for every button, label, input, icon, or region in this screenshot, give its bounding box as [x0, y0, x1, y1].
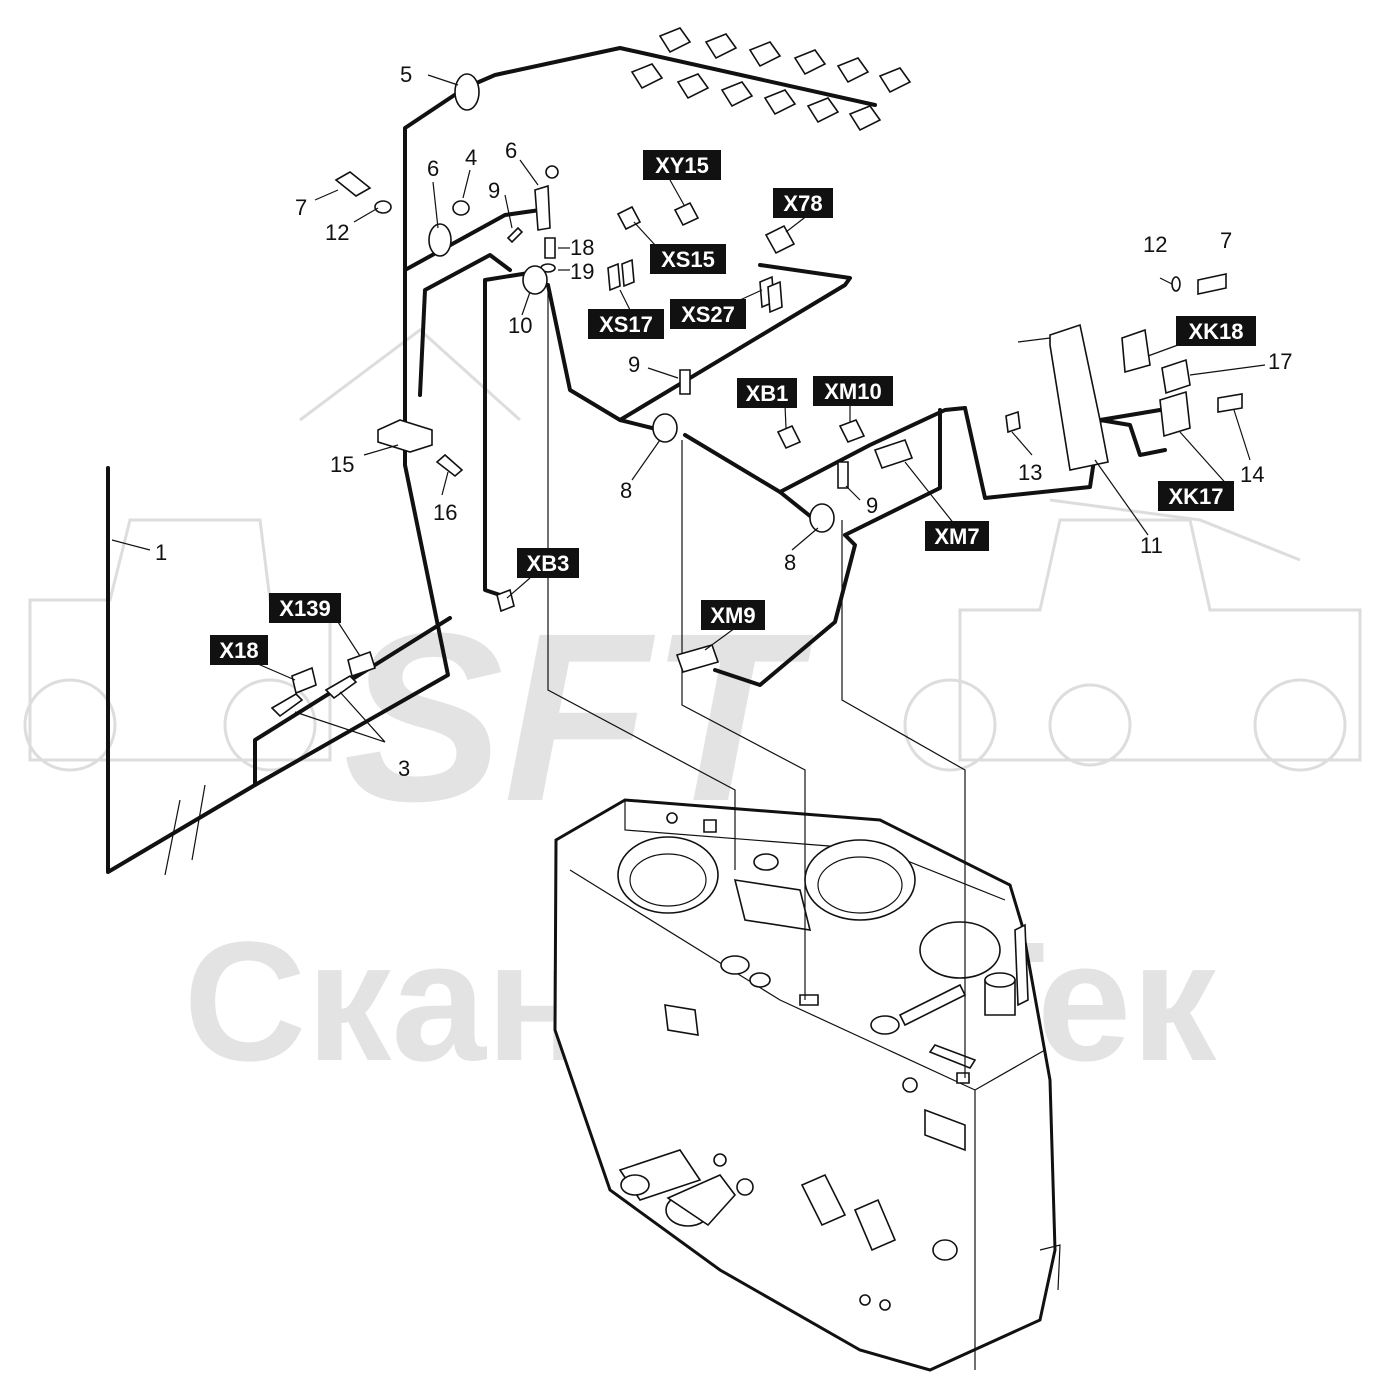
callout-9-left: 9: [488, 178, 500, 203]
connector-xs15: [616, 205, 642, 231]
svg-text:XB3: XB3: [527, 551, 570, 576]
tag-x139: X139: [269, 593, 341, 623]
tag-xk17: XK17: [1158, 481, 1234, 511]
svg-text:XK17: XK17: [1168, 484, 1223, 509]
screw-9-lower: [837, 461, 849, 489]
callout-12-right: 12: [1143, 232, 1167, 257]
connector-xy15: [673, 201, 700, 227]
callout-leaders: [111, 74, 1266, 743]
bolt-7-right: [1197, 273, 1227, 295]
connector-x18: [291, 666, 317, 695]
tag-xy15: XY15: [643, 150, 721, 180]
relay-xk18: [1121, 328, 1151, 374]
tag-xm7: XM7: [925, 521, 989, 551]
svg-text:X139: X139: [279, 596, 330, 621]
bolt-7-left: [334, 171, 372, 197]
nut-4: [452, 200, 470, 216]
clip-6-right: [534, 184, 551, 231]
callout-14: 14: [1240, 462, 1264, 487]
screw-9-left: [506, 226, 524, 244]
tag-xs17: XS17: [588, 309, 664, 339]
tag-xk18: XK18: [1176, 316, 1256, 346]
bolt-18: [544, 237, 556, 259]
callout-6-left: 6: [427, 156, 439, 181]
relay-bracket-11: [1049, 323, 1109, 471]
ground-lug-x18: [270, 692, 304, 718]
svg-text:XM9: XM9: [710, 603, 755, 628]
svg-text:XK18: XK18: [1188, 319, 1243, 344]
svg-text:XY15: XY15: [655, 153, 709, 178]
connector-xs27b: [767, 280, 783, 314]
callout-19: 19: [570, 259, 594, 284]
connector-xm7: [873, 439, 914, 469]
screw-14: [1217, 393, 1243, 413]
clamp-15: [377, 419, 433, 453]
tag-xb3: XB3: [517, 548, 579, 578]
callout-13: 13: [1018, 460, 1042, 485]
connector-xs17b: [621, 258, 635, 288]
callout-18: 18: [570, 235, 594, 260]
ground-lug-x139: [324, 674, 358, 700]
washer-12-left: [374, 200, 392, 214]
screw-16: [435, 453, 464, 478]
callout-4: 4: [465, 145, 477, 170]
wire-end-connectors: [630, 27, 912, 132]
connector-xs17: [607, 262, 621, 292]
callout-8-lower: 8: [784, 550, 796, 575]
tag-xb1: XB1: [737, 378, 797, 408]
callout-15: 15: [330, 452, 354, 477]
callout-3: 3: [398, 756, 410, 781]
grommet-5: [454, 73, 480, 111]
nut-13: [1005, 410, 1021, 434]
svg-text:XS17: XS17: [599, 312, 653, 337]
connector-tags: XY15 X78 XS15 XS17 XS27 XK18 XK17 XB1: [210, 150, 1256, 665]
svg-text:XS27: XS27: [681, 302, 735, 327]
callout-10: 10: [508, 313, 532, 338]
callout-16: 16: [433, 500, 457, 525]
grommet-8-upper: [652, 413, 678, 443]
callout-9-lower: 9: [866, 493, 878, 518]
svg-text:XS15: XS15: [661, 247, 715, 272]
relay-xk17: [1159, 390, 1191, 438]
callout-7-left: 7: [295, 195, 307, 220]
callout-1: 1: [155, 540, 167, 565]
rear-housing-drawing: [553, 798, 1061, 1372]
connector-xb1: [776, 424, 802, 450]
nut-6-top: [545, 165, 559, 179]
clip-6-left: [428, 223, 452, 257]
callout-7-right: 7: [1220, 228, 1232, 253]
leader-lines: [547, 290, 966, 1078]
callout-11: 11: [1140, 533, 1163, 558]
callout-9-middle: 9: [628, 352, 640, 377]
connector-x78: [764, 224, 796, 255]
components: [164, 27, 1243, 876]
connector-x139: [347, 650, 376, 678]
screw-9-middle: [679, 369, 691, 395]
washer-12-right: [1171, 276, 1181, 292]
connector-xm9: [675, 644, 720, 673]
tag-xs27: XS27: [670, 299, 746, 329]
tag-x18: X18: [210, 635, 268, 665]
relay-17: [1161, 358, 1191, 395]
callout-12-left: 12: [325, 220, 349, 245]
svg-text:XM10: XM10: [824, 379, 881, 404]
tag-xs15: XS15: [650, 244, 726, 274]
grommet-8-lower: [809, 503, 835, 533]
callout-5: 5: [400, 62, 412, 87]
break-mark: [164, 784, 206, 876]
tag-x78: X78: [773, 188, 833, 218]
svg-text:X18: X18: [219, 638, 258, 663]
svg-text:X78: X78: [783, 191, 822, 216]
callout-numbers: 1 3 4 5 6 6 7 7 8 8 9 9 9 10 11 12 12 13…: [155, 62, 1292, 781]
tag-xm10: XM10: [813, 376, 893, 406]
grommet-10: [522, 265, 548, 295]
callout-8-upper: 8: [620, 478, 632, 503]
callout-17: 17: [1268, 349, 1292, 374]
svg-text:XM7: XM7: [934, 524, 979, 549]
svg-text:XB1: XB1: [746, 381, 789, 406]
tag-xm9: XM9: [701, 600, 765, 630]
callout-6-right: 6: [505, 138, 517, 163]
connector-xm10: [838, 418, 866, 444]
